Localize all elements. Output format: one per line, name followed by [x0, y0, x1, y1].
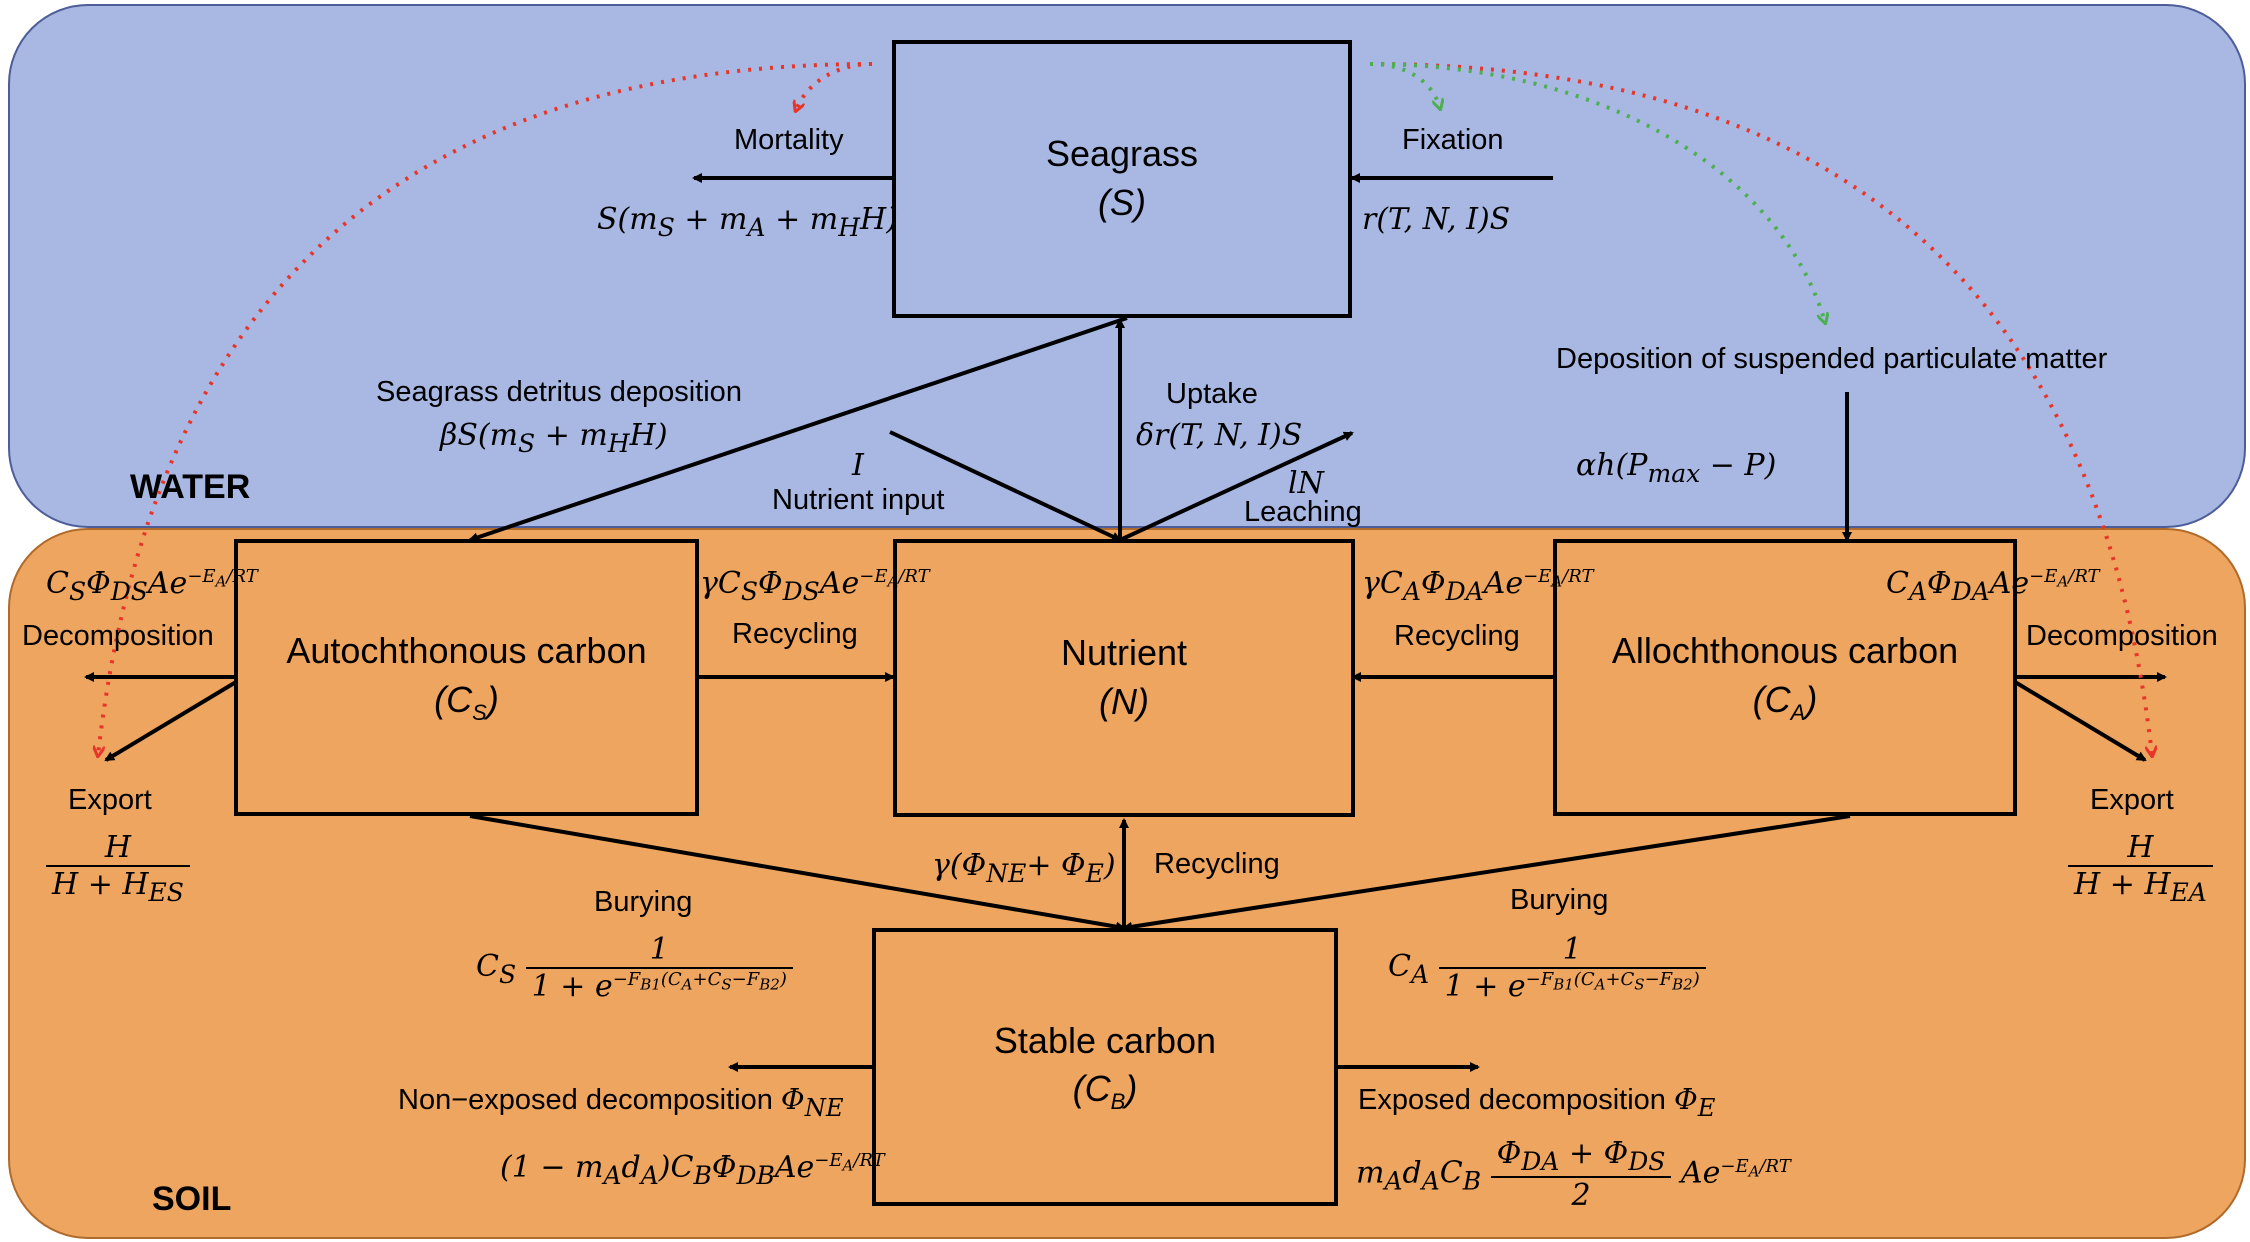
- mortality-label: Mortality: [734, 124, 844, 156]
- mortality-formula: S(mS + mA + mHH): [597, 202, 898, 242]
- stable-symbol: (CB): [1072, 1068, 1138, 1115]
- detritus-arrow: [468, 316, 1128, 543]
- stable-carbon-box: Stable carbon (CB): [872, 928, 1338, 1206]
- leaching-arrow: [1119, 431, 1354, 542]
- burying-left-label: Burying: [594, 886, 693, 918]
- fixation-formula: r(T, N, I)S: [1362, 202, 1511, 237]
- deposition-dotted-curve: [1369, 62, 1825, 322]
- decomposition-right-label: Decomposition: [2026, 620, 2218, 652]
- nutrient-name: Nutrient: [1060, 632, 1188, 674]
- nutrient-input-symbol: I: [852, 448, 864, 483]
- nonexposed-formula: (1 − mAdA)CBΦDBAe−EA/RT: [500, 1150, 885, 1190]
- mortality-dotted-curve: [796, 62, 873, 110]
- recycling-bottom-label: Recycling: [1154, 848, 1280, 880]
- nonexposed-label: Non−exposed decomposition ΦNE: [398, 1082, 844, 1122]
- seagrass-symbol: (S): [1098, 182, 1146, 223]
- fixation-dotted-curve: [1369, 62, 1440, 108]
- allochthonous-carbon-box: Allochthonous carbon (CA): [1553, 539, 2017, 816]
- detritus-formula: βS(mS + mHH): [440, 418, 668, 458]
- export-left-arrow: [104, 680, 238, 762]
- decomposition-right-formula: CAΦDAAe−EA/RT: [1886, 566, 2100, 606]
- deposition-label: Deposition of suspended particulate matt…: [1556, 343, 2108, 375]
- seagrass-box: Seagrass (S): [892, 40, 1352, 318]
- deposition-formula: αh(Pmax − P): [1576, 448, 1777, 488]
- export-left-label: Export: [68, 784, 152, 816]
- recycling-right-formula: γCAΦDAAe−EA/RT: [1362, 566, 1594, 606]
- nutrient-box: Nutrient (N): [893, 539, 1355, 817]
- leaching-symbol: lN: [1288, 466, 1324, 501]
- nutrient-input-label: Nutrient input: [772, 484, 945, 516]
- export-right-arrow: [2013, 680, 2147, 762]
- water-zone-label: WATER: [130, 468, 251, 506]
- decomposition-left-label: Decomposition: [22, 620, 214, 652]
- detritus-label: Seagrass detritus deposition: [376, 376, 742, 408]
- burying-right-label: Burying: [1510, 884, 1609, 916]
- seagrass-name: Seagrass: [1045, 133, 1199, 175]
- nutrient-symbol: (N): [1099, 681, 1149, 722]
- recycling-left-formula: γCSΦDSAe−EA/RT: [700, 566, 930, 606]
- recycling-bottom-formula: γ(ΦNE+ ΦE): [932, 848, 1116, 888]
- allochthonous-symbol: (CA): [1752, 678, 1818, 726]
- export-right-dotted-curve: [1369, 62, 2152, 755]
- exposed-label: Exposed decomposition ΦE: [1358, 1082, 1716, 1122]
- soil-zone-label: SOIL: [152, 1180, 232, 1218]
- uptake-formula: δr(T, N, I)S: [1136, 418, 1303, 453]
- nutrient-input-arrow: [889, 430, 1122, 542]
- autochthonous-name: Autochthonous carbon: [286, 630, 647, 672]
- stable-name: Stable carbon: [993, 1019, 1217, 1061]
- burying-right-arrow: [1122, 814, 1851, 932]
- recycling-right-label: Recycling: [1394, 620, 1520, 652]
- fixation-label: Fixation: [1402, 124, 1504, 156]
- export-left-dotted-curve: [98, 62, 873, 755]
- leaching-label: Leaching: [1244, 496, 1362, 528]
- export-right-label: Export: [2090, 784, 2174, 816]
- burying-left-arrow: [469, 814, 1126, 932]
- decomposition-left-formula: CSΦDSAe−EA/RT: [46, 566, 258, 606]
- autochthonous-symbol: (CS): [434, 678, 499, 726]
- uptake-label: Uptake: [1166, 378, 1258, 410]
- allochthonous-name: Allochthonous carbon: [1611, 630, 1959, 672]
- autochthonous-carbon-box: Autochthonous carbon (CS): [234, 539, 699, 816]
- recycling-left-label: Recycling: [732, 618, 858, 650]
